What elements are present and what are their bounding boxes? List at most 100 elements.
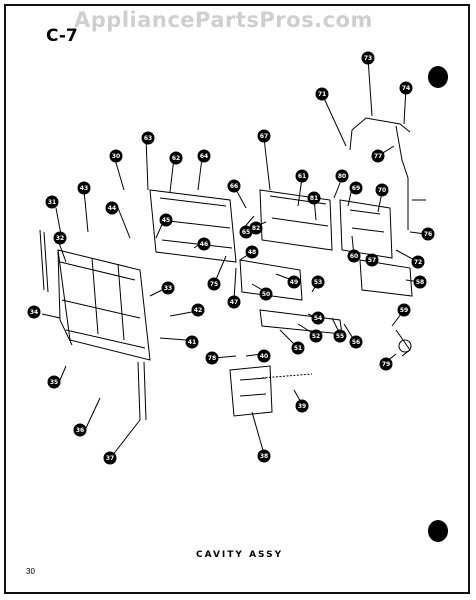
watermark: AppliancePartsPros.com bbox=[74, 8, 373, 32]
svg-text:64: 64 bbox=[200, 153, 208, 160]
callout-67: 67 bbox=[257, 129, 271, 143]
callout-70: 70 bbox=[375, 183, 389, 197]
callout-49: 49 bbox=[287, 275, 301, 289]
callout-79: 79 bbox=[379, 357, 393, 371]
callout-39: 39 bbox=[295, 399, 309, 413]
callout-30: 30 bbox=[109, 149, 123, 163]
callout-60: 60 bbox=[347, 249, 361, 263]
callout-66: 66 bbox=[227, 179, 241, 193]
svg-text:69: 69 bbox=[352, 185, 360, 192]
callout-56: 56 bbox=[349, 335, 363, 349]
callout-31: 31 bbox=[45, 195, 59, 209]
callout-76: 76 bbox=[421, 227, 435, 241]
svg-text:56: 56 bbox=[352, 339, 360, 346]
callout-40: 40 bbox=[257, 349, 271, 363]
svg-text:75: 75 bbox=[210, 281, 218, 288]
callout-57: 57 bbox=[365, 253, 379, 267]
svg-text:51: 51 bbox=[294, 345, 302, 352]
callout-52: 52 bbox=[309, 329, 323, 343]
svg-text:32: 32 bbox=[56, 235, 64, 242]
svg-text:43: 43 bbox=[80, 185, 88, 192]
svg-text:58: 58 bbox=[416, 279, 424, 286]
svg-text:74: 74 bbox=[402, 85, 410, 92]
page-code: C-7 bbox=[46, 26, 78, 46]
callout-54: 54 bbox=[311, 311, 325, 325]
svg-text:44: 44 bbox=[108, 205, 116, 212]
binder-hole-bottom bbox=[428, 520, 448, 542]
callout-73: 73 bbox=[361, 51, 375, 65]
page-number: 30 bbox=[26, 567, 35, 576]
callout-82: 82 bbox=[249, 221, 263, 235]
svg-text:45: 45 bbox=[162, 217, 170, 224]
callout-45: 45 bbox=[159, 213, 173, 227]
callout-48: 48 bbox=[245, 245, 259, 259]
svg-text:55: 55 bbox=[336, 333, 344, 340]
svg-text:52: 52 bbox=[312, 333, 320, 340]
callout-63: 63 bbox=[141, 131, 155, 145]
callout-64: 64 bbox=[197, 149, 211, 163]
callout-34: 34 bbox=[27, 305, 41, 319]
svg-text:40: 40 bbox=[260, 353, 268, 360]
callout-33: 33 bbox=[161, 281, 175, 295]
callout-77: 77 bbox=[371, 149, 385, 163]
svg-text:72: 72 bbox=[414, 259, 422, 266]
callout-32: 32 bbox=[53, 231, 67, 245]
callout-55: 55 bbox=[333, 329, 347, 343]
svg-text:79: 79 bbox=[382, 361, 390, 368]
svg-text:54: 54 bbox=[314, 315, 322, 322]
callout-53: 53 bbox=[311, 275, 325, 289]
svg-text:38: 38 bbox=[260, 453, 268, 460]
svg-text:65: 65 bbox=[242, 229, 250, 236]
callout-38: 38 bbox=[257, 449, 271, 463]
svg-text:33: 33 bbox=[164, 285, 172, 292]
callout-50: 50 bbox=[259, 287, 273, 301]
svg-text:41: 41 bbox=[188, 339, 196, 346]
svg-text:50: 50 bbox=[262, 291, 270, 298]
svg-text:30: 30 bbox=[112, 153, 120, 160]
callout-balloons: 31 32 34 35 36 37 33 42 41 43 44 45 30 6… bbox=[27, 51, 435, 465]
svg-text:53: 53 bbox=[314, 279, 322, 286]
svg-text:57: 57 bbox=[368, 257, 376, 264]
svg-text:81: 81 bbox=[310, 195, 318, 202]
callout-74: 74 bbox=[399, 81, 413, 95]
svg-text:31: 31 bbox=[48, 199, 56, 206]
callout-71: 71 bbox=[315, 87, 329, 101]
callout-75: 75 bbox=[207, 277, 221, 291]
svg-text:70: 70 bbox=[378, 187, 386, 194]
callout-80: 80 bbox=[335, 169, 349, 183]
callout-51: 51 bbox=[291, 341, 305, 355]
callout-41: 41 bbox=[185, 335, 199, 349]
svg-text:48: 48 bbox=[248, 249, 256, 256]
svg-text:39: 39 bbox=[298, 403, 306, 410]
callout-59: 59 bbox=[397, 303, 411, 317]
svg-text:60: 60 bbox=[350, 253, 358, 260]
callout-46: 46 bbox=[197, 237, 211, 251]
svg-text:34: 34 bbox=[30, 309, 38, 316]
callout-37: 37 bbox=[103, 451, 117, 465]
callout-58: 58 bbox=[413, 275, 427, 289]
svg-text:46: 46 bbox=[200, 241, 208, 248]
callout-35: 35 bbox=[47, 375, 61, 389]
svg-text:47: 47 bbox=[230, 299, 238, 306]
callout-65: 65 bbox=[239, 225, 253, 239]
drawing-frame bbox=[4, 4, 470, 594]
svg-text:77: 77 bbox=[374, 153, 382, 160]
svg-text:76: 76 bbox=[424, 231, 432, 238]
callout-78: 78 bbox=[205, 351, 219, 365]
callout-44: 44 bbox=[105, 201, 119, 215]
svg-text:78: 78 bbox=[208, 355, 216, 362]
callout-43: 43 bbox=[77, 181, 91, 195]
callout-69: 69 bbox=[349, 181, 363, 195]
svg-text:35: 35 bbox=[50, 379, 58, 386]
callout-47: 47 bbox=[227, 295, 241, 309]
svg-text:37: 37 bbox=[106, 455, 114, 462]
binder-hole-top bbox=[428, 66, 448, 88]
svg-text:59: 59 bbox=[400, 307, 408, 314]
callout-36: 36 bbox=[73, 423, 87, 437]
svg-text:63: 63 bbox=[144, 135, 152, 142]
svg-text:80: 80 bbox=[338, 173, 346, 180]
svg-text:36: 36 bbox=[76, 427, 84, 434]
svg-text:66: 66 bbox=[230, 183, 238, 190]
diagram-caption: CAVITY ASSY bbox=[196, 550, 284, 560]
svg-text:61: 61 bbox=[298, 173, 306, 180]
